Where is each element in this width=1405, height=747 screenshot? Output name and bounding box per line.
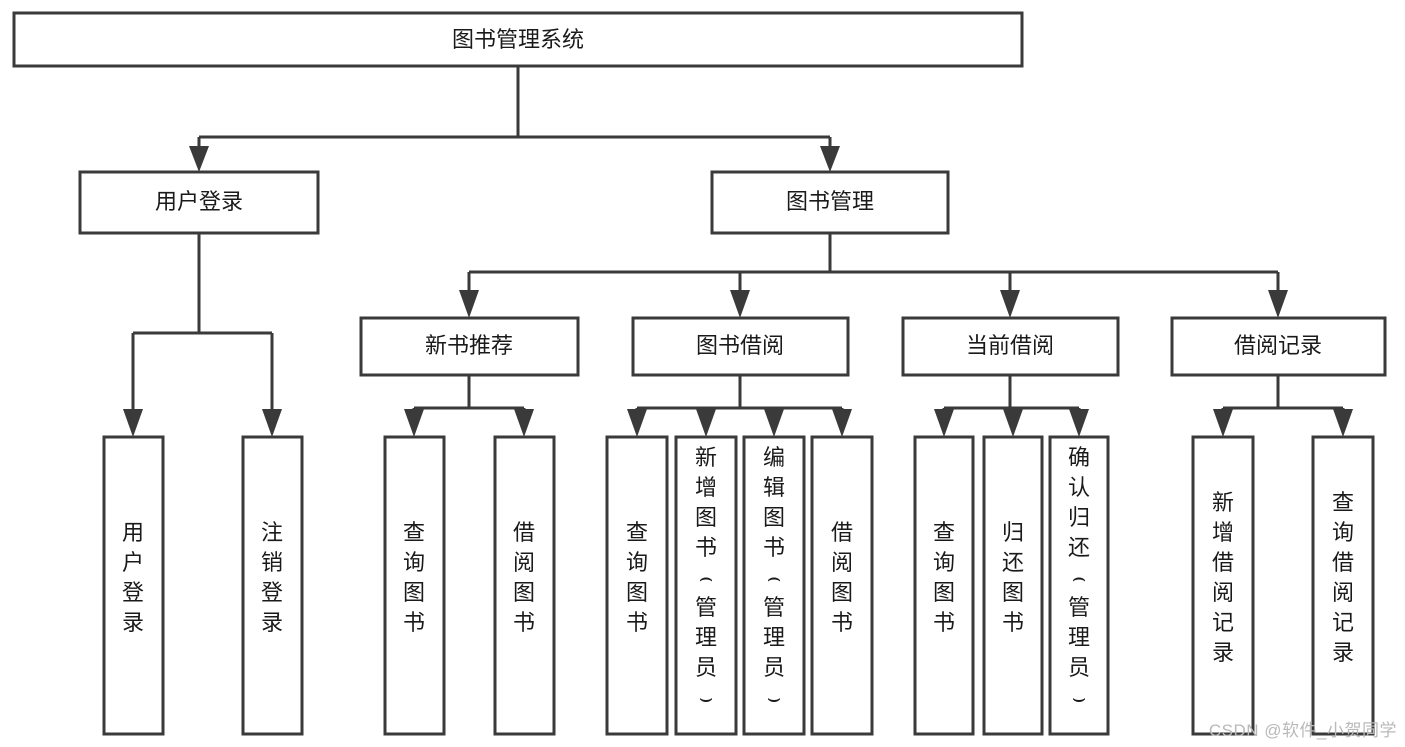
arrow-to-borrow-record <box>1268 290 1288 318</box>
arrow-user-login-leaf1 <box>123 409 143 437</box>
leaf-user-logout-label: 注销登录 <box>261 520 283 635</box>
node-current-borrow-box[interactable] <box>901 316 1120 377</box>
leaf-add-record[interactable]: 新增借阅记录 <box>1191 435 1255 736</box>
connectors-book-manage <box>459 233 1288 318</box>
leaf-edit-book-box[interactable] <box>742 435 806 736</box>
arrow-to-book-borrow <box>730 290 750 318</box>
leaf-confirm-return-box[interactable] <box>1048 435 1110 736</box>
leaf-borrow-book-2-label: 借阅图书 <box>831 520 853 635</box>
node-user-login-label: 用户登录 <box>155 189 243 214</box>
connectors-new-book-recommend <box>404 375 534 437</box>
arrow-borrow-record-leaf2 <box>1333 409 1353 437</box>
node-book-manage-label: 图书管理 <box>786 189 874 214</box>
node-book-borrow-box[interactable] <box>631 316 850 377</box>
leaf-add-record-label: 新增借阅记录 <box>1212 490 1234 665</box>
arrow-book-borrow-leaf3 <box>764 409 784 437</box>
arrow-book-borrow-leaf2 <box>696 409 716 437</box>
node-book-manage[interactable]: 图书管理 <box>710 170 950 235</box>
connectors-book-borrow <box>627 375 852 437</box>
node-book-manage-box[interactable] <box>710 170 950 235</box>
node-current-borrow[interactable]: 当前借阅 <box>901 316 1120 377</box>
arrow-book-borrow-leaf1 <box>627 409 647 437</box>
leaf-user-login-box[interactable] <box>102 435 165 736</box>
leaf-user-logout-box[interactable] <box>241 435 304 736</box>
arrow-current-borrow-leaf2 <box>1003 409 1023 437</box>
node-root-box[interactable] <box>12 11 1024 68</box>
leaf-query-record-label: 查询借阅记录 <box>1332 490 1354 665</box>
arrow-borrow-record-leaf1 <box>1213 409 1233 437</box>
arrow-book-borrow-leaf4 <box>832 409 852 437</box>
arrow-new-book-leaf1 <box>404 409 424 437</box>
leaf-query-book-3-label: 查询图书 <box>933 520 955 635</box>
leaf-edit-book[interactable]: 编辑图书⌢管理员⌣ <box>742 435 806 736</box>
csdn-watermark: CSDN @软件_小贺同学 <box>1208 721 1397 740</box>
leaf-user-logout[interactable]: 注销登录 <box>241 435 304 736</box>
arrow-current-borrow-leaf1 <box>934 409 954 437</box>
leaf-return-book-box[interactable] <box>982 435 1044 736</box>
leaf-query-book-2[interactable]: 查询图书 <box>605 435 669 736</box>
connectors-root <box>189 66 840 172</box>
leaf-add-book-label: 新增图书⌢管理员⌣ <box>695 445 717 710</box>
leaf-borrow-book-1[interactable]: 借阅图书 <box>493 435 556 736</box>
leaf-query-record[interactable]: 查询借阅记录 <box>1311 435 1375 736</box>
leaf-query-book-1-box[interactable] <box>383 435 446 736</box>
leaf-query-book-1[interactable]: 查询图书 <box>383 435 446 736</box>
arrow-to-user-login <box>189 146 209 172</box>
arrow-new-book-leaf2 <box>514 409 534 437</box>
leaf-add-record-box[interactable] <box>1191 435 1255 736</box>
node-borrow-record-label: 借阅记录 <box>1234 333 1322 358</box>
leaf-borrow-book-1-label: 借阅图书 <box>513 520 535 635</box>
leaf-edit-book-label: 编辑图书⌢管理员⌣ <box>763 445 785 710</box>
node-user-login[interactable]: 用户登录 <box>78 170 320 235</box>
arrow-current-borrow-leaf3 <box>1069 409 1089 437</box>
leaf-query-record-box[interactable] <box>1311 435 1375 736</box>
leaf-query-book-2-label: 查询图书 <box>626 520 648 635</box>
arrow-to-book-manage <box>820 146 840 172</box>
node-new-book-recommend[interactable]: 新书推荐 <box>359 316 580 377</box>
leaf-borrow-book-1-box[interactable] <box>493 435 556 736</box>
leaf-borrow-book-2[interactable]: 借阅图书 <box>810 435 874 736</box>
node-borrow-record[interactable]: 借阅记录 <box>1170 316 1387 377</box>
leaf-return-book-label: 归还图书 <box>1002 520 1024 635</box>
connectors-user-login <box>123 233 282 437</box>
leaf-query-book-3[interactable]: 查询图书 <box>913 435 975 736</box>
arrow-user-login-leaf2 <box>262 409 282 437</box>
connectors-borrow-record <box>1213 375 1353 437</box>
node-root-label: 图书管理系统 <box>452 27 584 52</box>
leaf-confirm-return-label: 确认归还⌢管理员⌣ <box>1068 445 1090 710</box>
arrow-to-current-borrow <box>1000 290 1020 318</box>
leaf-query-book-2-box[interactable] <box>605 435 669 736</box>
leaf-return-book[interactable]: 归还图书 <box>982 435 1044 736</box>
leaf-add-book[interactable]: 新增图书⌢管理员⌣ <box>674 435 738 736</box>
leaf-user-login-label: 用户登录 <box>122 520 144 635</box>
arrow-to-new-book <box>459 290 479 318</box>
node-user-login-box[interactable] <box>78 170 320 235</box>
leaf-user-login[interactable]: 用户登录 <box>102 435 165 736</box>
leaf-borrow-book-2-box[interactable] <box>810 435 874 736</box>
leaf-confirm-return[interactable]: 确认归还⌢管理员⌣ <box>1048 435 1110 736</box>
leaf-query-book-3-box[interactable] <box>913 435 975 736</box>
node-borrow-record-box[interactable] <box>1170 316 1387 377</box>
node-book-borrow-label: 图书借阅 <box>696 333 784 358</box>
node-new-book-recommend-box[interactable] <box>359 316 580 377</box>
leaf-query-book-1-label: 查询图书 <box>403 520 425 635</box>
connectors-current-borrow <box>934 375 1089 437</box>
node-new-book-recommend-label: 新书推荐 <box>425 333 513 358</box>
node-book-borrow[interactable]: 图书借阅 <box>631 316 850 377</box>
node-current-borrow-label: 当前借阅 <box>966 333 1054 358</box>
node-root[interactable]: 图书管理系统 <box>12 11 1024 68</box>
leaf-add-book-box[interactable] <box>674 435 738 736</box>
